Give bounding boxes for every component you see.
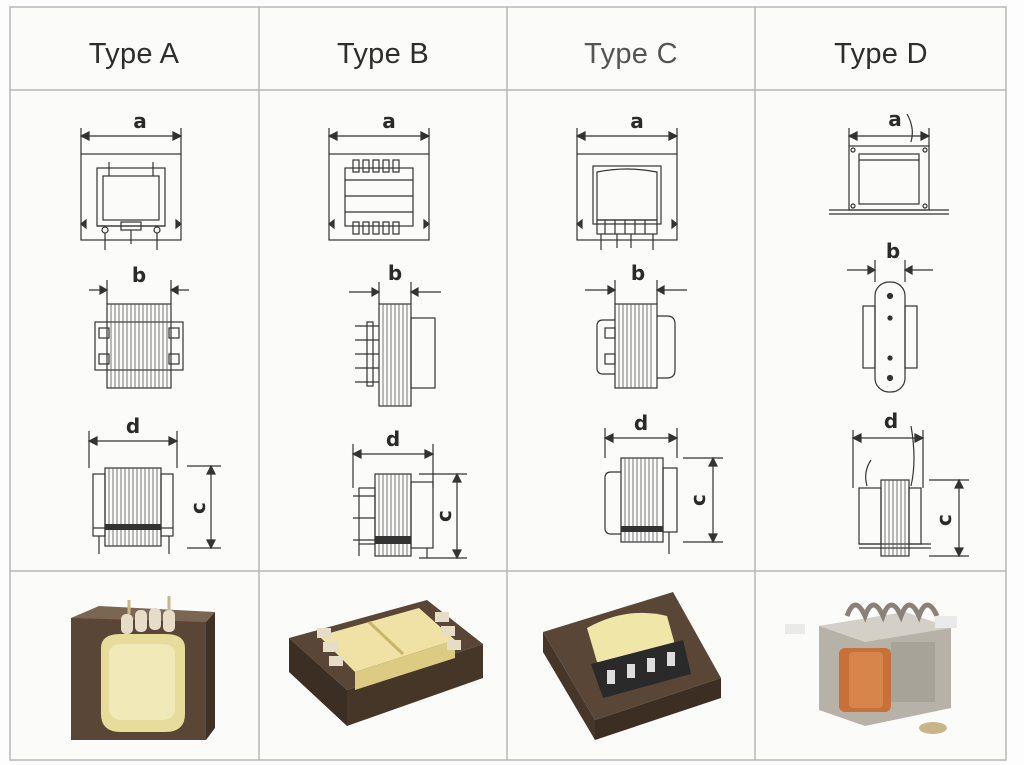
type-b-drawings: a b d c <box>327 109 467 560</box>
dim-label-a: a <box>133 109 147 133</box>
header-type-b: Type B <box>336 37 430 70</box>
type-a-drawings: a b d c <box>79 109 221 554</box>
dim-label-d: d <box>386 427 400 451</box>
type-c-drawings: a b d c <box>575 109 723 554</box>
header-type-d: Type D <box>834 37 928 70</box>
dim-label-d: d <box>634 411 648 435</box>
type-d-drawings: a b d c <box>829 107 969 558</box>
type-a-photo <box>71 596 215 740</box>
dim-label-d: d <box>126 414 140 438</box>
table-grid <box>9 6 1007 761</box>
transformer-types-table: Type A Type B Type C Type D <box>9 6 1007 761</box>
type-b-photo <box>289 600 483 726</box>
dim-label-b: b <box>132 263 146 287</box>
dim-label-b: b <box>886 239 900 263</box>
type-d-photo <box>785 602 957 734</box>
dim-label-c: c <box>432 510 456 522</box>
dim-label-d: d <box>884 409 898 433</box>
dim-label-c: c <box>186 502 210 514</box>
dim-label-a: a <box>888 107 902 131</box>
dim-label-c: c <box>932 514 956 526</box>
dim-label-c: c <box>686 494 710 506</box>
header-type-c: Type C <box>584 37 678 70</box>
dim-label-a: a <box>382 109 396 133</box>
dim-label-a: a <box>630 109 644 133</box>
type-c-photo <box>543 592 721 740</box>
header-type-a: Type A <box>88 37 180 70</box>
dim-label-b: b <box>631 261 645 285</box>
dim-label-b: b <box>388 261 402 285</box>
